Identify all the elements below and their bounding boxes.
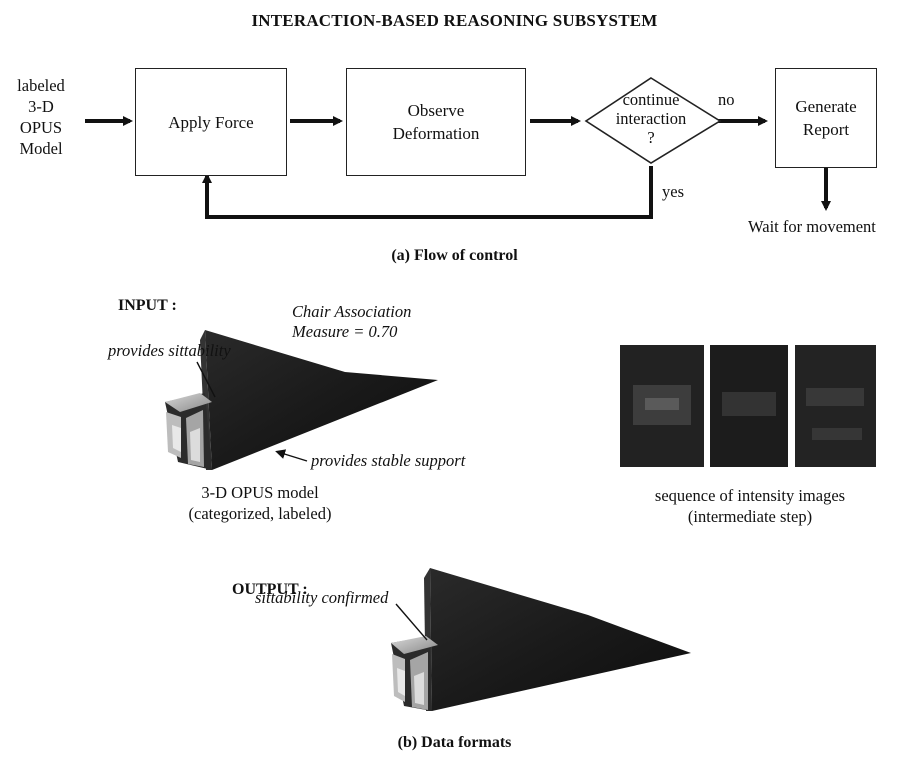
generate-report-box: Generate Report — [775, 68, 877, 168]
observe-deformation-box: Observe Deformation — [346, 68, 526, 176]
annotation-stable-support: provides stable support — [311, 451, 466, 470]
pointer-sittability-confirmed — [395, 603, 428, 641]
chair-association-measure: Chair Association Measure = 0.70 — [292, 302, 412, 341]
data-formats-caption: (b) Data formats — [397, 734, 512, 751]
output-heading: OUTPUT : — [232, 581, 308, 598]
end-label: Wait for movement — [748, 217, 876, 236]
annotation-sittability-confirmed: sittability confirmed — [255, 588, 389, 607]
decision-diamond — [584, 77, 722, 164]
model-caption: 3-D OPUS model (categorized, labeled) — [188, 483, 332, 523]
input-model-label: labeled 3-D OPUS Model — [17, 76, 65, 158]
decision-label: continue interaction ? — [615, 90, 687, 147]
pointer-stable-support — [275, 449, 308, 462]
chair-model-output — [391, 568, 691, 711]
flow-caption: (a) Flow of control — [391, 247, 518, 264]
flow-arrows — [85, 116, 831, 219]
images-caption: sequence of intensity images (intermedia… — [654, 486, 846, 526]
annotation-sittability: provides sittability — [108, 341, 231, 360]
intensity-images — [620, 345, 876, 467]
arrow-loop-back — [202, 166, 653, 219]
apply-force-box: Apply Force — [135, 68, 287, 176]
diagram-title: INTERACTION-BASED REASONING SUBSYSTEM — [251, 11, 658, 30]
input-heading: INPUT : — [118, 297, 177, 314]
yes-label: yes — [662, 182, 684, 201]
no-label: no — [718, 90, 735, 109]
chair-model-input — [165, 330, 438, 470]
pointer-sittability — [196, 361, 216, 398]
